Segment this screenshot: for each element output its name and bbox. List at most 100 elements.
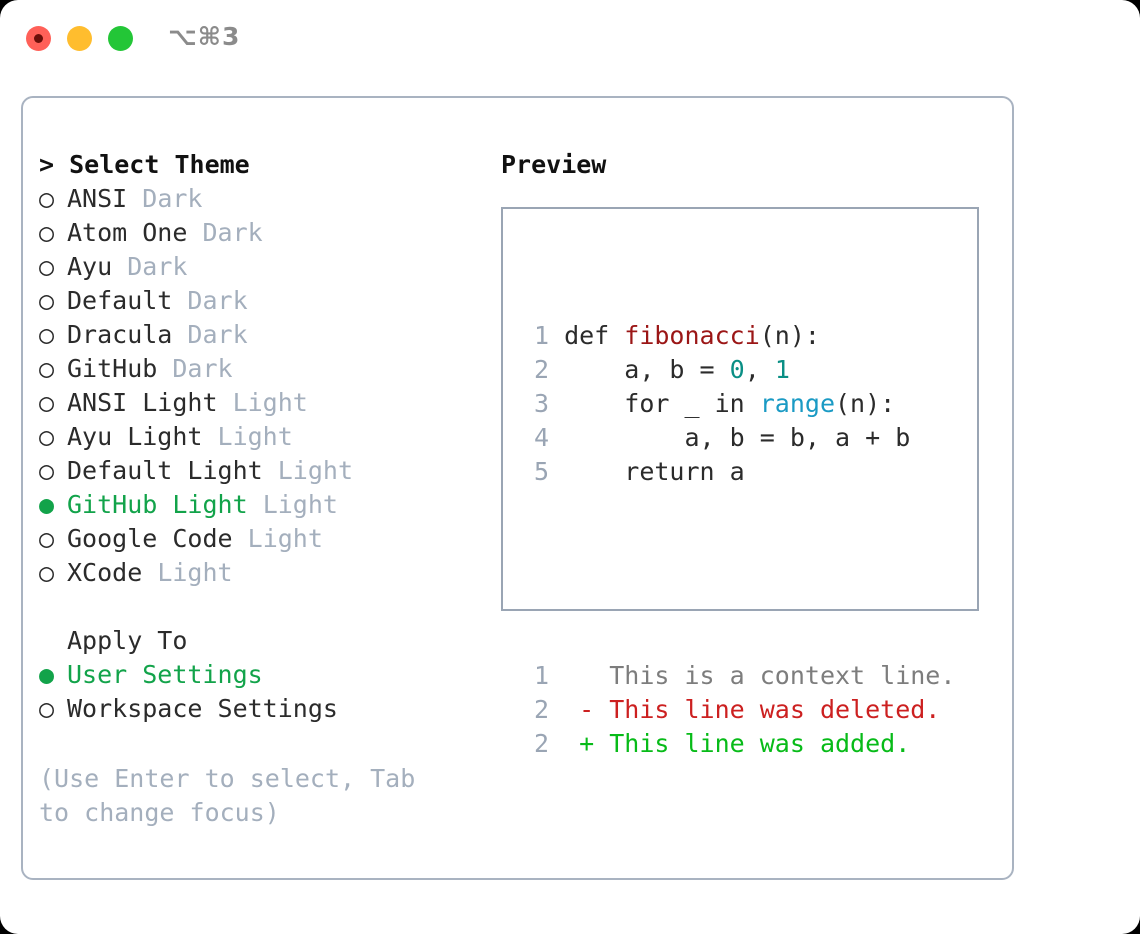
keyboard-hint-text: (Use Enter to select, Tab to change focu… bbox=[39, 764, 431, 827]
code-token: def bbox=[564, 321, 625, 350]
gutter-gap bbox=[549, 729, 579, 758]
theme-list-item[interactable]: ○ ANSI Light Light bbox=[39, 386, 499, 420]
apply-to-label: User Settings bbox=[67, 660, 263, 689]
maximize-window-button[interactable] bbox=[108, 26, 133, 51]
code-token: for _ in bbox=[564, 389, 760, 418]
theme-list-item[interactable]: ○Ayu Light Light bbox=[39, 420, 499, 454]
theme-name: GitHub Light bbox=[67, 490, 248, 519]
diff-marker: - bbox=[579, 695, 595, 724]
spacer bbox=[39, 590, 499, 624]
theme-list-item[interactable]: ● GitHub Light Light bbox=[39, 488, 499, 522]
preview-title: Preview bbox=[501, 150, 607, 179]
line-number: 5 bbox=[533, 457, 549, 486]
gap bbox=[127, 184, 142, 213]
code-token: a, b = bbox=[564, 355, 730, 384]
radio-unselected-icon: ○ bbox=[39, 252, 55, 281]
gap bbox=[233, 524, 248, 553]
theme-category: Dark bbox=[127, 252, 188, 281]
theme-category: Dark bbox=[187, 320, 248, 349]
theme-name: GitHub bbox=[67, 354, 158, 383]
theme-category: Light bbox=[232, 388, 308, 417]
diff-marker bbox=[579, 661, 594, 690]
theme-name: ANSI Light bbox=[67, 388, 218, 417]
apply-to-list: ●User Settings○ Workspace Settings bbox=[39, 658, 499, 726]
code-line: 1 def fibonacci(n): bbox=[521, 319, 955, 353]
gap bbox=[248, 490, 263, 519]
theme-category: Light bbox=[277, 456, 353, 485]
theme-list-item[interactable]: ○ Dracula Dark bbox=[39, 318, 499, 352]
apply-to-header-label: Apply To bbox=[67, 626, 188, 655]
radio-unselected-icon: ○ bbox=[39, 524, 55, 553]
gutter-gap bbox=[549, 321, 564, 350]
theme-name: Ayu Light bbox=[67, 422, 203, 451]
code-line: 4 a, b = b, a + b bbox=[521, 421, 955, 455]
theme-category: Light bbox=[247, 524, 323, 553]
keyboard-shortcut-label: ⌥⌘3 bbox=[168, 22, 241, 51]
theme-category: Dark bbox=[187, 286, 248, 315]
apply-to-label: Workspace Settings bbox=[67, 694, 338, 723]
theme-name: Google Code bbox=[67, 524, 233, 553]
code-token: (n): bbox=[835, 389, 896, 418]
code-token: fibonacci bbox=[624, 321, 760, 350]
radio-unselected-icon: ○ bbox=[39, 694, 55, 723]
theme-name: ANSI bbox=[67, 184, 128, 213]
main-panel: > Select Theme ○ANSI Dark○Atom One Dark○… bbox=[21, 96, 1014, 880]
diff-marker: + bbox=[579, 729, 595, 758]
diff-line: 2 - This line was deleted. bbox=[521, 693, 955, 727]
theme-list: ○ANSI Dark○Atom One Dark○Ayu Dark○Defaul… bbox=[39, 182, 499, 590]
code-line: 2 a, b = 0, 1 bbox=[521, 353, 955, 387]
radio-unselected-icon: ○ bbox=[39, 320, 55, 349]
gutter-gap bbox=[549, 661, 579, 690]
code-token: 1 bbox=[774, 355, 790, 384]
diff-text: This line was added. bbox=[594, 729, 911, 758]
theme-list-item[interactable]: ○Atom One Dark bbox=[39, 216, 499, 250]
gap bbox=[202, 422, 217, 451]
code-token: (n): bbox=[759, 321, 820, 350]
theme-name: Default Light bbox=[67, 456, 263, 485]
gap bbox=[172, 286, 187, 315]
radio-selected-icon: ● bbox=[39, 490, 55, 519]
theme-category: Light bbox=[217, 422, 293, 451]
close-window-button[interactable] bbox=[26, 26, 51, 51]
theme-list-item[interactable]: ○ Ayu Dark bbox=[39, 250, 499, 284]
line-number: 1 bbox=[533, 321, 549, 350]
diff-text: This line was deleted. bbox=[594, 695, 941, 724]
theme-category: Light bbox=[262, 490, 338, 519]
code-token: , bbox=[744, 355, 775, 384]
radio-unselected-icon: ○ bbox=[39, 184, 55, 213]
gap bbox=[142, 558, 157, 587]
radio-unselected-icon: ○ bbox=[39, 388, 55, 417]
line-number: 2 bbox=[533, 729, 549, 758]
close-icon bbox=[34, 34, 43, 43]
theme-list-item[interactable]: ○Default Dark bbox=[39, 284, 499, 318]
theme-list-item[interactable]: ○ Google Code Light bbox=[39, 522, 499, 556]
gutter-gap bbox=[549, 457, 564, 486]
gap bbox=[218, 388, 233, 417]
preview-column: Preview 1 def fibonacci(n):2 a, b = 0, 1… bbox=[501, 148, 1001, 758]
theme-list-item[interactable]: ○GitHub Dark bbox=[39, 352, 499, 386]
code-token: 0 bbox=[729, 355, 745, 384]
code-token: range bbox=[759, 389, 835, 418]
apply-to-item[interactable]: ●User Settings bbox=[39, 658, 499, 692]
apply-to-header: ○Apply To bbox=[39, 624, 499, 658]
theme-category: Dark bbox=[202, 218, 263, 247]
gap bbox=[172, 320, 187, 349]
diff-text: This is a context line. bbox=[594, 661, 956, 690]
theme-list-item[interactable]: ○Default Light Light bbox=[39, 454, 499, 488]
gap bbox=[187, 218, 202, 247]
theme-category: Dark bbox=[172, 354, 233, 383]
theme-name: Dracula bbox=[67, 320, 173, 349]
gutter-gap bbox=[549, 389, 564, 418]
diff-line: 2 + This line was added. bbox=[521, 727, 955, 761]
minimize-window-button[interactable] bbox=[67, 26, 92, 51]
apply-to-item[interactable]: ○ Workspace Settings bbox=[39, 692, 499, 726]
theme-list-item[interactable]: ○ANSI Dark bbox=[39, 182, 499, 216]
theme-name: Atom One bbox=[67, 218, 188, 247]
gutter-gap bbox=[549, 355, 564, 384]
theme-name: Ayu bbox=[67, 252, 113, 281]
theme-list-item[interactable]: ○XCode Light bbox=[39, 556, 499, 590]
select-theme-header: > Select Theme bbox=[39, 150, 250, 179]
